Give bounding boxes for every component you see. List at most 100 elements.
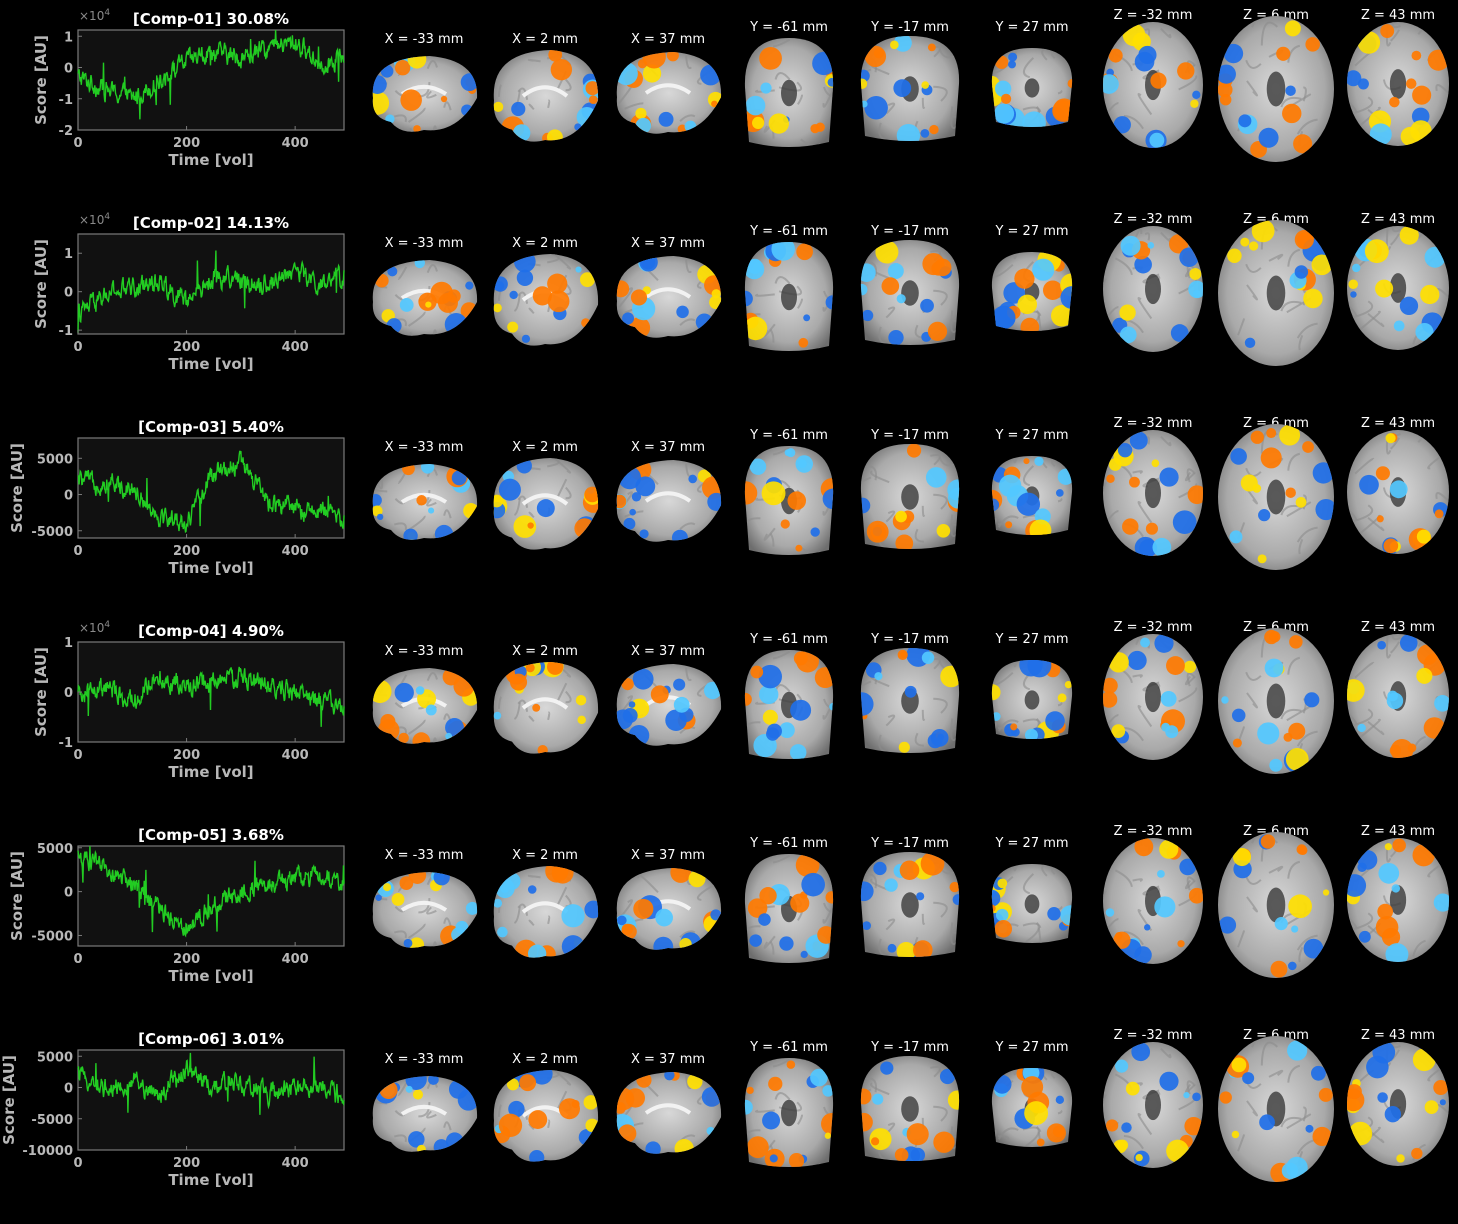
- brain-slice-image: [372, 668, 478, 744]
- brain-slice-image: [1347, 22, 1449, 146]
- slice-label: Z = 43 mm: [1360, 620, 1436, 635]
- y-tick-label: 5000: [37, 1050, 73, 1065]
- brain-slice-image: [991, 48, 1073, 127]
- y-axis-label: Score [AU]: [32, 647, 50, 737]
- slice-label: X = -33 mm: [384, 644, 464, 659]
- y-tick-label: 1: [64, 30, 73, 45]
- y-tick-label: -2: [59, 124, 73, 139]
- slice-label: Z = 43 mm: [1360, 8, 1436, 23]
- plot-title: [Comp-02] 14.13%: [133, 214, 289, 232]
- brain-slice-image: [744, 38, 834, 147]
- brain-slice-image: [1218, 16, 1334, 162]
- x-tick-label: 0: [73, 340, 82, 355]
- y-tick-label: -10000: [22, 1144, 73, 1159]
- x-axis-label: Time [vol]: [168, 967, 253, 985]
- brain-slice-image: [493, 662, 599, 754]
- slice-label: Y = -17 mm: [871, 20, 949, 35]
- slice-label: X = -33 mm: [384, 1052, 464, 1067]
- y-tick-label: 0: [64, 62, 73, 77]
- slice-label: Z = 43 mm: [1360, 824, 1436, 839]
- series-line: [77, 250, 345, 333]
- brain-slice-image: [372, 872, 478, 948]
- brain-slice-image: [616, 256, 722, 338]
- x-axis-label: Time [vol]: [168, 559, 253, 577]
- x-tick-label: 400: [282, 136, 309, 151]
- slice-label: X = 37 mm: [630, 848, 706, 863]
- slice-label: Z = 43 mm: [1360, 1028, 1436, 1043]
- brain-slice-image: [991, 252, 1073, 331]
- slice-label: Y = 27 mm: [995, 632, 1069, 647]
- brain-slice-image: [372, 56, 478, 132]
- x-axis-label: Time [vol]: [168, 1171, 253, 1189]
- y-tick-label: -5000: [31, 929, 73, 944]
- slice-label: X = 2 mm: [512, 848, 578, 863]
- brain-slice-image: [1103, 22, 1203, 148]
- x-tick-label: 200: [173, 748, 200, 763]
- brain-slice-image: [1218, 220, 1334, 366]
- series-line: [77, 450, 345, 534]
- slice-label: Z = -32 mm: [1113, 416, 1193, 431]
- slice-label: X = -33 mm: [384, 440, 464, 455]
- slice-label: X = 37 mm: [630, 236, 706, 251]
- brain-slice-image: [860, 1056, 960, 1161]
- series-line: [77, 29, 345, 120]
- plot-area: [77, 1049, 345, 1151]
- brain-slice-image: [860, 852, 960, 957]
- x-tick-label: 400: [282, 544, 309, 559]
- brain-slice-image: [1103, 634, 1203, 760]
- slice-label: X = 2 mm: [512, 644, 578, 659]
- brain-slice-image: [744, 242, 834, 351]
- x-tick-label: 200: [173, 136, 200, 151]
- y-tick-label: -1: [59, 324, 73, 339]
- slice-label: X = 37 mm: [630, 440, 706, 455]
- slice-label: Y = 27 mm: [995, 428, 1069, 443]
- y-tick-label: 0: [64, 686, 73, 701]
- brain-slice-image: [372, 464, 478, 540]
- x-tick-label: 400: [282, 748, 309, 763]
- brain-slice-image: [1103, 226, 1203, 352]
- x-tick-label: 400: [282, 340, 309, 355]
- y-tick-label: -1: [59, 93, 73, 108]
- slice-label: Y = 27 mm: [995, 836, 1069, 851]
- slice-label: Z = -32 mm: [1113, 824, 1193, 839]
- x-axis-label: Time [vol]: [168, 763, 253, 781]
- brain-slice-image: [991, 660, 1073, 739]
- y-tick-label: 5000: [37, 842, 73, 857]
- plot-title: [Comp-03] 5.40%: [138, 418, 284, 436]
- brain-slice-image: [1103, 838, 1203, 964]
- slice-label: X = 2 mm: [512, 440, 578, 455]
- brain-slice-image: [1347, 634, 1449, 758]
- brain-anatomy: [616, 868, 722, 950]
- x-tick-label: 200: [173, 340, 200, 355]
- y-tick-label: 1: [64, 247, 73, 262]
- slice-label: Y = -61 mm: [750, 224, 828, 239]
- slice-label: X = 2 mm: [512, 236, 578, 251]
- slice-label: Y = 27 mm: [995, 224, 1069, 239]
- series-line: [77, 845, 345, 938]
- slice-label: Z = 43 mm: [1360, 416, 1436, 431]
- brain-slice-image: [744, 446, 834, 555]
- brain-slice-image: [1103, 1042, 1203, 1168]
- brain-slice-image: [493, 866, 599, 958]
- slice-label: Z = -32 mm: [1113, 8, 1193, 23]
- series-line: [77, 1052, 345, 1115]
- brain-slice-image: [860, 648, 960, 753]
- brain-slice-image: [493, 50, 599, 142]
- y-axis-label: Score [AU]: [0, 1055, 18, 1145]
- slice-label: Z = 43 mm: [1360, 212, 1436, 227]
- slice-label: X = 2 mm: [512, 32, 578, 47]
